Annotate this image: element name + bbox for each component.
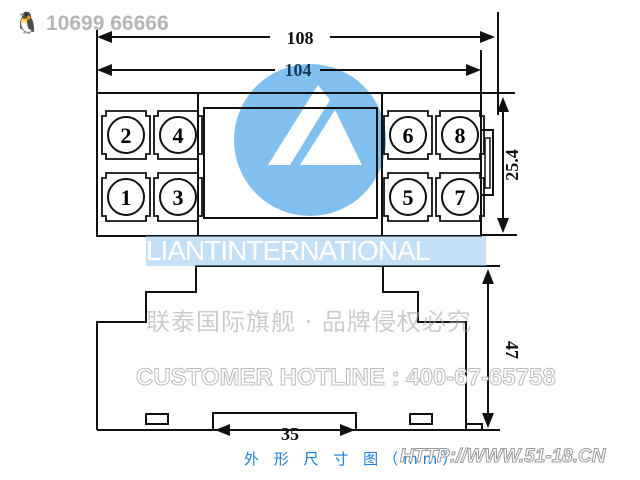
chinese-notice-watermark: 联泰国际旗舰 · 品牌侵权必究	[146, 308, 472, 336]
qq-number: 10699 66666	[46, 12, 169, 35]
registered-mark: ®	[342, 86, 355, 106]
terminal-1: 1	[101, 172, 151, 222]
terminal-label: 5	[403, 185, 414, 210]
din-rail-notch	[212, 412, 357, 430]
dim-104: 104	[285, 60, 312, 80]
penguin-icon: 🐧	[14, 12, 41, 35]
terminal-8: 8	[435, 110, 485, 160]
dim-47: 47	[502, 341, 522, 359]
terminal-label: 2	[121, 123, 132, 148]
terminal-label: 7	[455, 185, 466, 210]
terminal-label: 6	[403, 123, 414, 148]
qq-watermark: 🐧 10699 66666	[14, 12, 169, 36]
side-view-outline	[96, 265, 467, 430]
terminal-4: 4	[153, 110, 203, 160]
terminals: 2 4 1 3 6 8 5 7	[101, 110, 485, 222]
url-watermark: HTTP://WWW.51-18.CN	[399, 446, 606, 468]
terminal-3: 3	[153, 172, 203, 222]
terminal-6: 6	[383, 110, 433, 160]
hotline-watermark: CUSTOMER HOTLINE : 400-67-65758	[136, 364, 557, 392]
side-clip	[480, 129, 494, 196]
terminal-7: 7	[435, 172, 485, 222]
dim-35: 35	[281, 424, 299, 444]
dim-108: 108	[287, 28, 314, 48]
brand-watermark: LIANTINTERNATIONAL	[146, 236, 486, 266]
foot-left	[145, 413, 169, 425]
terminal-label: 3	[173, 185, 184, 210]
dim-25-4: 25.4	[502, 149, 522, 181]
logo-watermark: ®	[234, 64, 386, 216]
foot-right	[409, 413, 433, 425]
terminal-2: 2	[101, 110, 151, 160]
terminal-5: 5	[383, 172, 433, 222]
terminal-label: 8	[455, 123, 466, 148]
terminal-label: 4	[173, 123, 184, 148]
drawing-caption: 外 形 尺 寸 图（mm）	[244, 450, 463, 468]
terminal-label: 1	[121, 185, 132, 210]
display-window	[203, 107, 378, 219]
